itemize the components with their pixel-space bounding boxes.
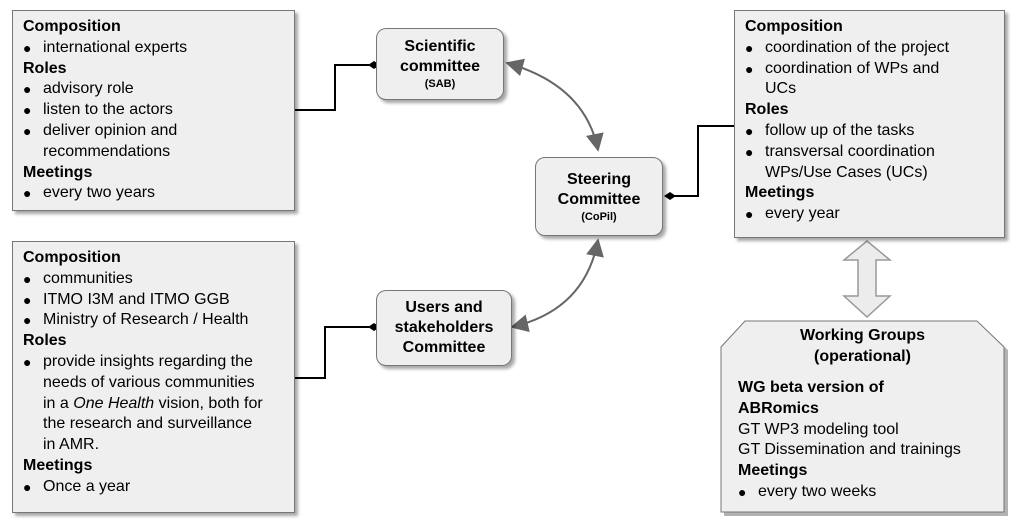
- wg-item: GT Dissemination and trainings: [738, 441, 961, 459]
- list-item: transversal coordination: [745, 142, 994, 163]
- list-item: coordination of the project: [745, 38, 994, 59]
- meetings-heading: Meetings: [745, 184, 815, 202]
- wg-title-line: (operational): [814, 347, 911, 365]
- list-item-continuation: WPs/Use Cases (UCs): [765, 163, 928, 181]
- node-title-line: Committee: [402, 339, 486, 356]
- wg-heading-line: ABRomics: [738, 399, 819, 417]
- list-item: communities: [23, 269, 284, 290]
- double-arrow-right-wg: [841, 240, 893, 319]
- wg-title-line: Working Groups: [799, 327, 926, 344]
- list-item: provide insights regarding the: [23, 352, 284, 373]
- roles-heading: Roles: [23, 332, 67, 350]
- list-item: Once a year: [23, 477, 284, 498]
- working-groups-shape: [720, 320, 1008, 516]
- steering-committee-node: Steering Committee (CoPil): [535, 157, 663, 236]
- wg-heading-line: WG beta version of: [738, 379, 884, 396]
- wg-item: GT WP3 modeling tool: [738, 420, 899, 438]
- list-item: follow up of the tasks: [745, 121, 994, 142]
- meetings-heading: Meetings: [738, 462, 808, 480]
- list-item: every year: [745, 204, 994, 225]
- composition-heading: Composition: [23, 249, 121, 266]
- text-segment: vision, both for: [154, 394, 263, 412]
- list-item-continuation: in a One Health vision, both for: [23, 394, 284, 415]
- arrow-steering-users: [510, 238, 604, 333]
- scientific-committee-node: Scientific committee (SAB): [376, 28, 504, 100]
- node-abbreviation: (CoPil): [581, 210, 617, 223]
- list-item-continuation: recommendations: [43, 142, 171, 160]
- list-item: international experts: [23, 38, 284, 59]
- node-title-line: Scientific: [404, 38, 476, 55]
- list-item: deliver opinion and: [23, 121, 284, 142]
- working-groups-box: Working Groups (operational) WG beta ver…: [720, 320, 1008, 516]
- node-title-line: Steering: [566, 170, 631, 188]
- meetings-heading: Meetings: [23, 456, 93, 474]
- connector-users-left: [295, 326, 369, 379]
- list-item: listen to the actors: [23, 100, 284, 121]
- users-committee-info-box: Composition communities ITMO I3M and ITM…: [12, 241, 295, 513]
- node-title-line: Users and: [405, 299, 483, 316]
- list-item: every two years: [23, 183, 284, 204]
- composition-heading: Composition: [23, 18, 121, 35]
- node-title-line: committee: [399, 58, 481, 75]
- list-item-continuation: the research and surveillance: [43, 415, 253, 433]
- list-item-continuation: UCs: [765, 80, 797, 98]
- list-item: Ministry of Research / Health: [23, 310, 284, 331]
- list-item: coordination of WPs and: [745, 59, 994, 80]
- roles-heading: Roles: [745, 101, 789, 119]
- connector-sab-left: [295, 64, 369, 111]
- node-title-line: Committee: [557, 190, 641, 208]
- text-segment: in a: [43, 394, 74, 412]
- roles-heading: Roles: [23, 59, 67, 77]
- node-title-line: stakeholders: [394, 319, 494, 336]
- list-item: every two weeks: [738, 482, 1000, 503]
- connector-steering-right: [672, 125, 734, 197]
- steering-committee-info-box: Composition coordination of the project …: [734, 10, 1005, 238]
- arrow-sab-steering: [505, 58, 604, 152]
- node-abbreviation: (SAB): [424, 78, 456, 90]
- diamond-steering: [664, 192, 676, 200]
- one-health-italic: One Health: [73, 394, 155, 412]
- list-item: ITMO I3M and ITMO GGB: [23, 290, 284, 311]
- meetings-heading: Meetings: [23, 163, 93, 181]
- list-item-continuation: needs of various communities: [43, 373, 255, 391]
- list-item-continuation: in AMR.: [43, 436, 100, 454]
- composition-heading: Composition: [745, 18, 843, 35]
- list-item: advisory role: [23, 79, 284, 100]
- scientific-committee-info-box: Composition international experts Roles …: [12, 10, 295, 211]
- users-committee-node: Users and stakeholders Committee: [376, 290, 512, 366]
